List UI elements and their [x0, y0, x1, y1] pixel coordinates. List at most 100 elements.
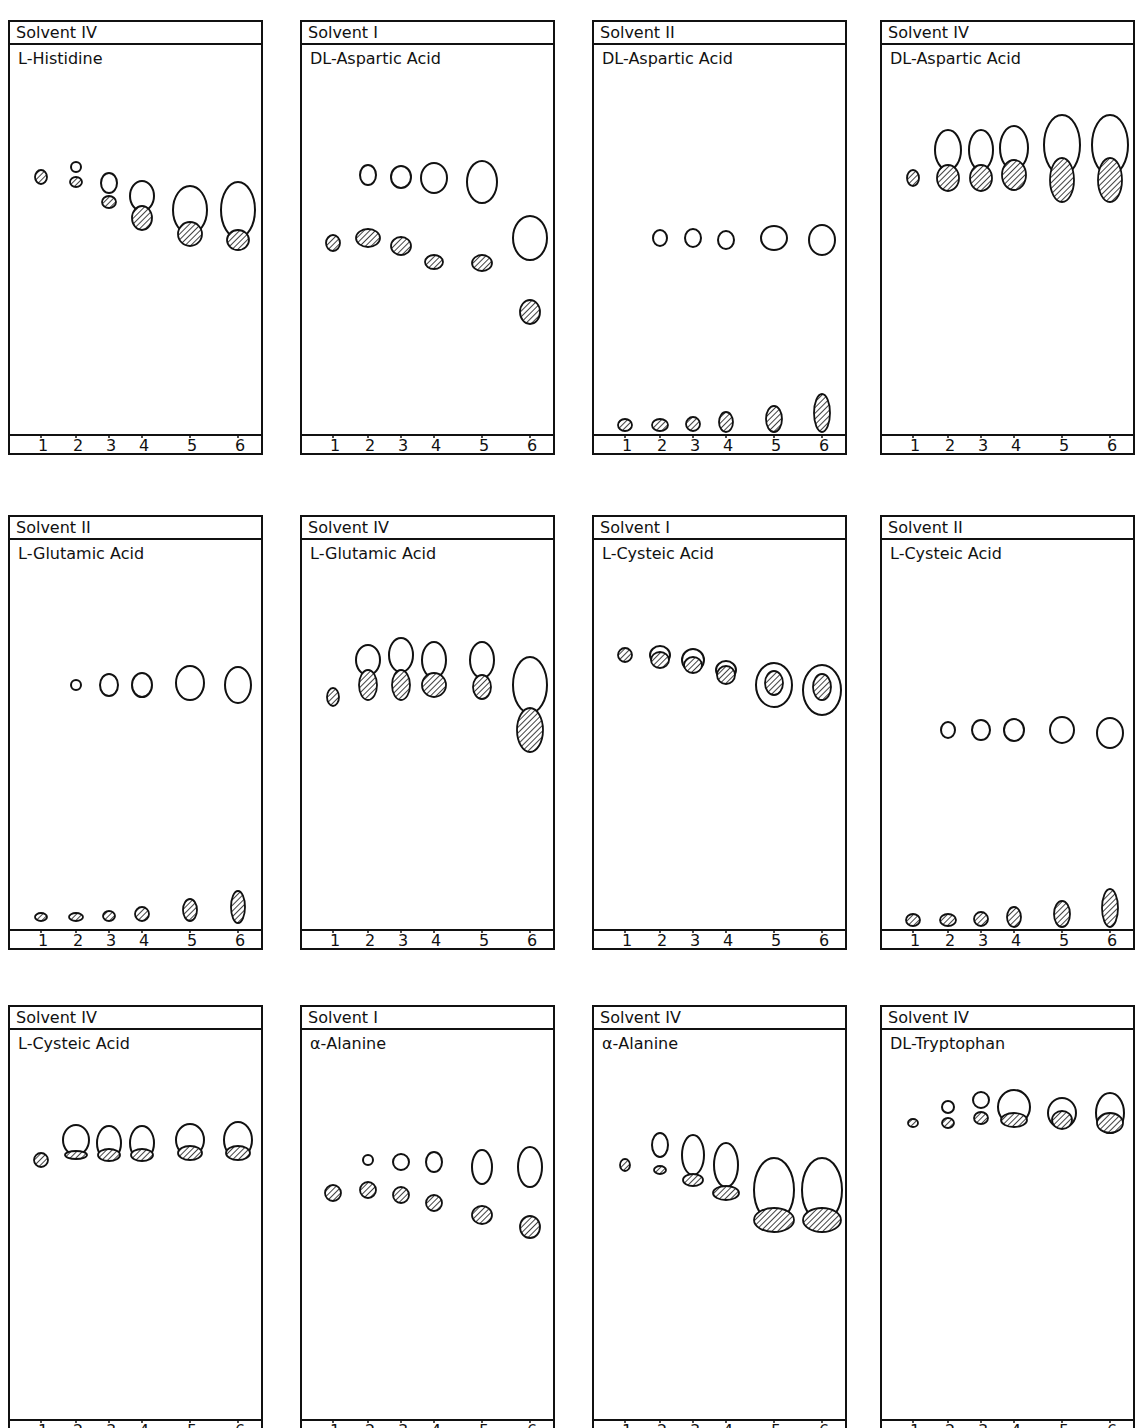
hatched-spot: [652, 419, 668, 431]
lane-number: 2: [657, 1423, 667, 1428]
lane-number: 5: [479, 438, 489, 454]
open-spot: [972, 720, 990, 740]
open-spot: [470, 642, 494, 678]
hatched-spot: [520, 300, 540, 324]
open-spot: [472, 1150, 492, 1184]
hatched-spot: [472, 1206, 492, 1224]
lane-number: 1: [622, 438, 632, 454]
hatched-spot: [1102, 889, 1118, 927]
baseline: [8, 1419, 263, 1421]
lane-number: 1: [330, 1423, 340, 1428]
hatched-spot: [356, 229, 380, 247]
baseline: [592, 929, 847, 931]
solvent-label: Solvent IV: [10, 1007, 261, 1030]
lane-number: 6: [527, 438, 537, 454]
hatched-spot: [970, 165, 992, 191]
hatched-spot: [393, 1187, 409, 1203]
compound-name: DL-Aspartic Acid: [302, 45, 553, 72]
lane-number: 2: [657, 438, 667, 454]
hatched-spot: [34, 1153, 48, 1167]
compound-name: DL-Aspartic Acid: [882, 45, 1133, 72]
hatched-spot: [974, 912, 988, 926]
chromatogram-panel: Solvent IVL-Glutamic Acid: [300, 515, 555, 950]
open-spot: [360, 165, 376, 185]
open-spot: [518, 1147, 542, 1187]
solvent-label: Solvent IV: [882, 22, 1133, 45]
open-spot: [803, 665, 841, 715]
solvent-label: Solvent IV: [882, 1007, 1133, 1030]
chromatogram-panel: Solvent IVL-Histidine: [8, 20, 263, 455]
open-spot: [130, 1126, 154, 1160]
hatched-spot: [35, 913, 47, 921]
hatched-spot: [684, 657, 702, 673]
lane-number: 4: [1011, 1423, 1021, 1428]
hatched-spot: [35, 170, 47, 184]
open-spot: [973, 1092, 989, 1108]
lane-number: 1: [330, 438, 340, 454]
hatched-spot: [1054, 901, 1070, 927]
compound-name: DL-Aspartic Acid: [594, 45, 845, 72]
hatched-spot: [942, 1118, 954, 1128]
lane-number: 6: [819, 1423, 829, 1428]
hatched-spot: [426, 1195, 442, 1211]
open-spot: [426, 1152, 442, 1172]
baseline: [592, 1419, 847, 1421]
lane-number: 6: [819, 933, 829, 949]
hatched-spot: [131, 1149, 153, 1161]
hatched-spot: [327, 688, 339, 706]
open-spot: [1048, 1098, 1076, 1128]
hatched-spot: [227, 230, 249, 250]
lane-number: 5: [187, 933, 197, 949]
hatched-spot: [1097, 1113, 1123, 1133]
chromatogram-panel: Solvent IVα-Alanine: [592, 1005, 847, 1428]
hatched-spot: [326, 235, 340, 251]
hatched-spot: [766, 406, 782, 432]
lane-number: 3: [398, 1423, 408, 1428]
baseline: [880, 434, 1135, 436]
open-spot: [363, 1155, 373, 1165]
hatched-spot: [974, 1112, 988, 1124]
lane-number: 5: [1059, 1423, 1069, 1428]
baseline: [880, 1419, 1135, 1421]
lane-number: 5: [187, 438, 197, 454]
lane-number: 4: [431, 438, 441, 454]
lane-number: 4: [1011, 438, 1021, 454]
hatched-spot: [473, 675, 491, 699]
hatched-spot: [1052, 1111, 1072, 1129]
baseline: [300, 1419, 555, 1421]
hatched-spot: [178, 1146, 202, 1160]
hatched-spot: [803, 1208, 841, 1232]
solvent-label: Solvent II: [882, 517, 1133, 540]
open-spot: [718, 231, 734, 249]
lane-number: 4: [431, 933, 441, 949]
open-spot: [421, 163, 447, 193]
lane-number: 2: [365, 1423, 375, 1428]
lane-number: 3: [690, 1423, 700, 1428]
hatched-spot: [103, 911, 115, 921]
lane-number: 2: [365, 438, 375, 454]
lane-number: 1: [38, 438, 48, 454]
lane-number: 3: [106, 1423, 116, 1428]
lane-number: 5: [479, 933, 489, 949]
hatched-spot: [719, 412, 733, 432]
hatched-spot: [425, 255, 443, 269]
lane-number: 2: [657, 933, 667, 949]
hatched-spot: [325, 1185, 341, 1201]
open-spot: [513, 216, 547, 260]
baseline: [300, 434, 555, 436]
baseline: [880, 929, 1135, 931]
open-spot: [1004, 719, 1024, 741]
baseline: [592, 434, 847, 436]
open-spot: [1050, 717, 1074, 743]
open-spot: [176, 666, 204, 700]
solvent-label: Solvent II: [594, 22, 845, 45]
hatched-spot: [1001, 1113, 1027, 1127]
hatched-spot: [654, 1166, 666, 1174]
compound-name: DL-Tryptophan: [882, 1030, 1133, 1057]
lane-number: 2: [73, 933, 83, 949]
solvent-label: Solvent IV: [10, 22, 261, 45]
lane-number: 3: [106, 933, 116, 949]
hatched-spot: [391, 237, 411, 255]
compound-name: α-Alanine: [594, 1030, 845, 1057]
